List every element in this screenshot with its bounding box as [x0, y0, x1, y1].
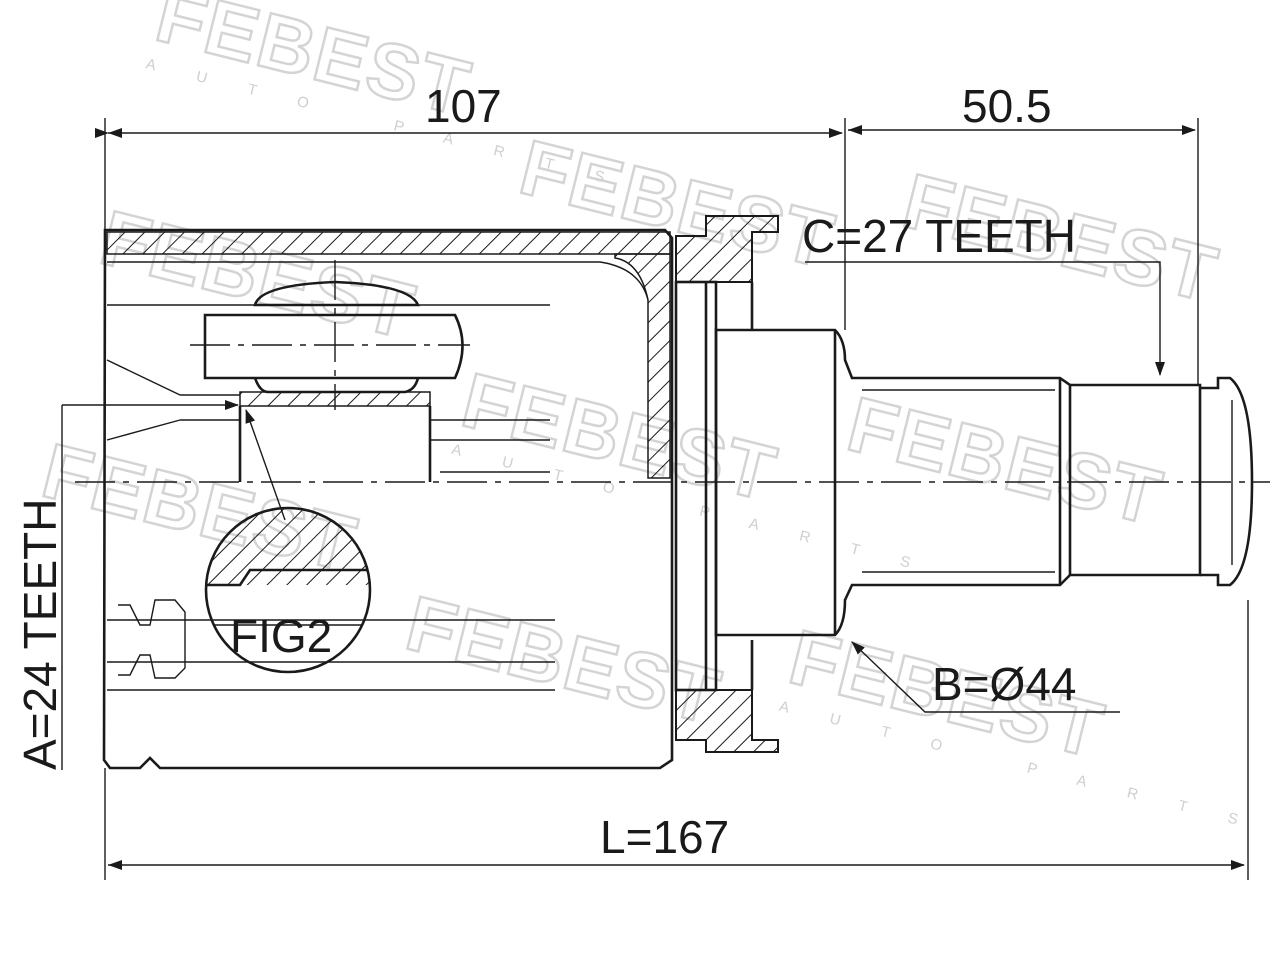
diameter-b-leader-arrow: [851, 641, 1120, 713]
watermark-text: FEBEST: [92, 193, 423, 356]
lower-detail: [107, 599, 555, 691]
arrow-head: [108, 860, 122, 870]
fig2-leader-arrow: [245, 409, 286, 521]
teeth-c-leader-arrow: [805, 261, 1165, 376]
stub-shaft: [714, 328, 1254, 637]
seal-flange: [674, 215, 779, 753]
watermark-text: FEBEST: [840, 379, 1171, 542]
teeth-a-label: A=24 TEETH: [14, 499, 66, 770]
dim-label-50-5: 50.5: [962, 80, 1052, 132]
teeth-c-label: C=27 TEETH: [802, 210, 1076, 262]
dim-label-107: 107: [425, 80, 502, 132]
arrow-head: [848, 125, 862, 135]
tripod-roller: [106, 260, 550, 482]
arrow-head: [108, 128, 122, 138]
dim-label-length: L=167: [600, 811, 729, 863]
housing: [102, 228, 674, 770]
diameter-b-label: B=Ø44: [932, 658, 1077, 710]
fig2-label: FIG2: [230, 610, 332, 662]
